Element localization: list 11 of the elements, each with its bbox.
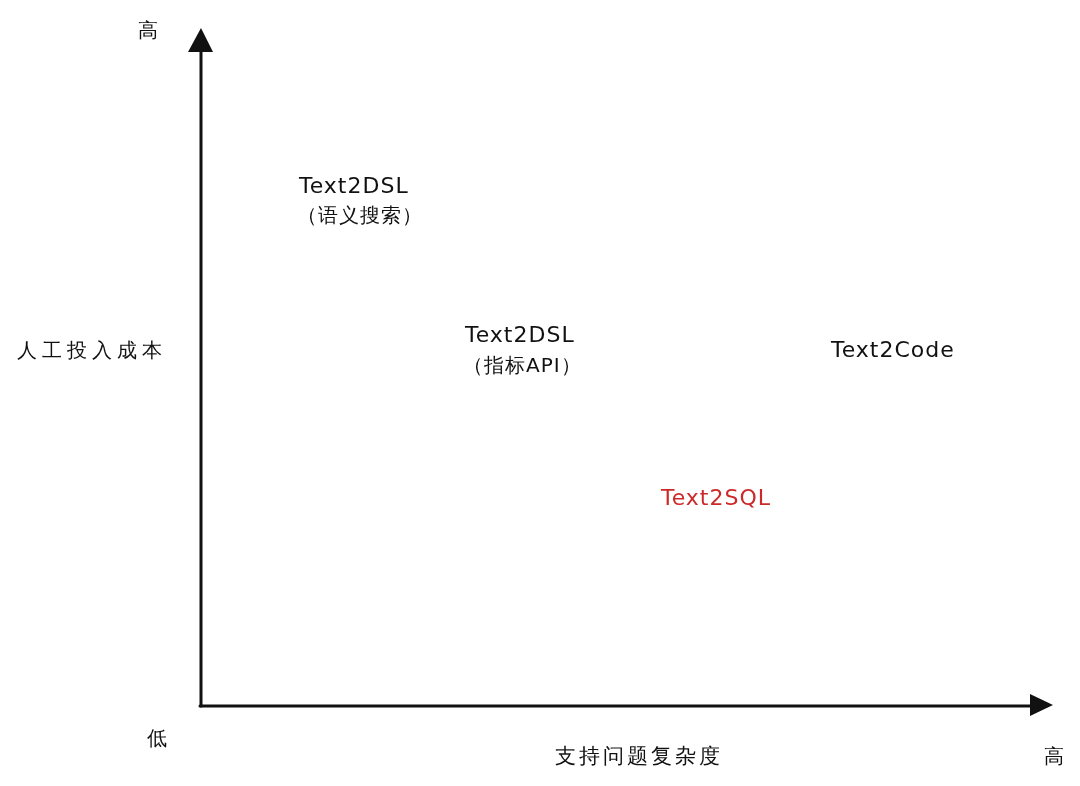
axis-end-label: 高 — [1044, 745, 1064, 768]
point-label: Text2DSL — [465, 322, 575, 348]
point-note: （语义搜索） — [297, 204, 423, 227]
axis-end-label: 高 — [138, 19, 158, 42]
axis-end-label: 低 — [147, 727, 167, 750]
axis-title: 支持问题复杂度 — [555, 744, 723, 769]
point-label: Text2Code — [831, 337, 955, 363]
point-note: （指标API） — [463, 354, 582, 377]
point-label: Text2SQL — [661, 485, 772, 511]
axis-title: 人工投入成本 — [17, 339, 167, 362]
point-label: Text2DSL — [299, 173, 409, 199]
